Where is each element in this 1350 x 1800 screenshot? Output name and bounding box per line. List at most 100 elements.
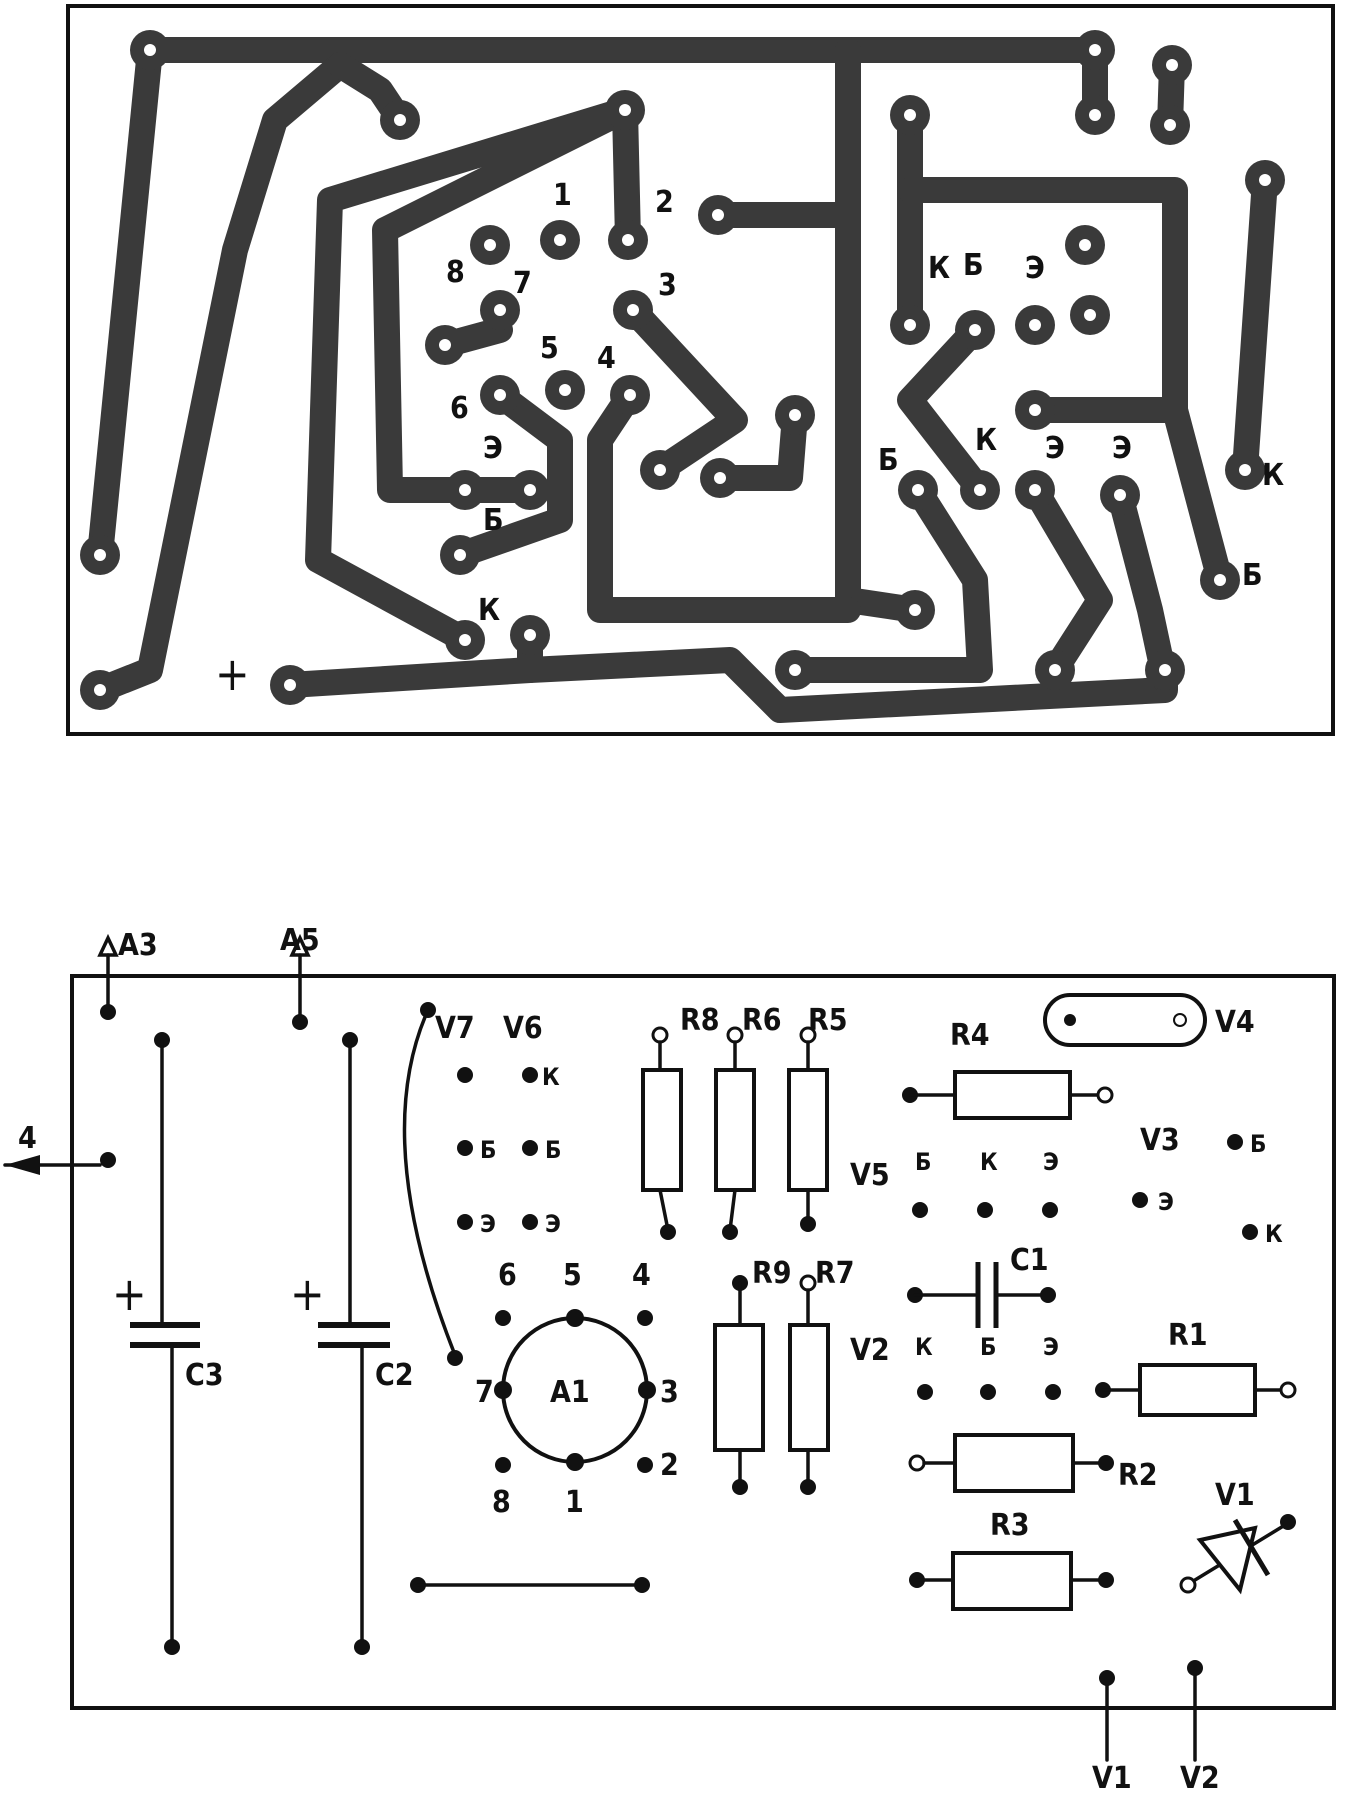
- pcb-pad: [1015, 390, 1055, 430]
- pcb-pad: [775, 650, 815, 690]
- chip-pin6-label: 6: [498, 1258, 517, 1293]
- pcb-label-pin7: 7: [513, 266, 532, 301]
- pcb-label-e-r2: Э: [1112, 431, 1132, 466]
- chip-a1: A1 5 6 4 7 3 2 1 8: [475, 1258, 679, 1520]
- resistor-r1: R1: [1095, 1318, 1297, 1417]
- transistor-v2-pads: К Б Э: [915, 1333, 1061, 1400]
- pcb-label-pin4: 4: [597, 341, 616, 376]
- pcb-pad-pin2: [608, 220, 648, 260]
- pcb-trace-layout: 1 2 3 4 5 6 7 8 Э Б К К Б Э Б К Э Э К Б …: [66, 4, 1335, 736]
- pcb-pad: [80, 535, 120, 575]
- pcb-label-e-left: Э: [483, 431, 503, 466]
- pcb-pad-pin1: [540, 220, 580, 260]
- r1-label: R1: [1168, 1318, 1208, 1353]
- v3-e-label: Э: [1158, 1188, 1174, 1216]
- r3-label: R3: [990, 1508, 1030, 1543]
- c3-plus-sign: +: [112, 1267, 147, 1321]
- diode-v1-triangle: [1196, 1525, 1258, 1595]
- pcb-pad: [960, 470, 1000, 510]
- chip-a1-label: A1: [550, 1375, 590, 1410]
- pcb-pad: [445, 620, 485, 660]
- v7-b-label: Б: [480, 1136, 496, 1164]
- v2-label: V2: [850, 1333, 890, 1368]
- pcb-pad: [898, 470, 938, 510]
- chip-pin8-label: 8: [492, 1485, 511, 1520]
- pcb-pad: [1100, 475, 1140, 515]
- pcb-label-pin1: 1: [553, 178, 572, 213]
- r9-label: R9: [752, 1256, 792, 1291]
- v2-b-label: Б: [980, 1333, 996, 1361]
- v5-k-label: К: [980, 1148, 998, 1176]
- v1-label: V1: [1215, 1478, 1255, 1513]
- pcb-pad-pin6: [480, 375, 520, 415]
- pcb-pad: [425, 325, 465, 365]
- pcb-pad: [1225, 450, 1265, 490]
- trace-left-long: [87, 52, 353, 703]
- pcb-pad: [1015, 305, 1055, 345]
- pcb-label-pin2: 2: [655, 185, 674, 220]
- component-board-outline: [70, 974, 1336, 1710]
- pcb-pad: [1070, 295, 1110, 335]
- chip-pin3-label: 3: [660, 1375, 679, 1410]
- pcb-pad: [605, 90, 645, 130]
- resistor-r3: R3: [909, 1508, 1114, 1611]
- diode-v1-bar: [1232, 1518, 1271, 1577]
- pcb-labels: 1 2 3 4 5 6 7 8 Э Б К К Б Э Б К Э Э К Б …: [215, 178, 1284, 701]
- resistor-r8: R8: [641, 1003, 720, 1240]
- pcb-pad: [890, 305, 930, 345]
- pcb-label-k-right: К: [1262, 458, 1284, 493]
- terminal-v2-pad: [1187, 1660, 1203, 1676]
- pcb-pad: [775, 395, 815, 435]
- r5-label: R5: [808, 1003, 848, 1038]
- pcb-pad: [440, 535, 480, 575]
- capacitor-c2: + C2: [290, 1032, 414, 1655]
- trace-pin3: [620, 297, 748, 483]
- v7-label: V7: [435, 1011, 475, 1046]
- capacitor-c3: + C3: [112, 1032, 224, 1655]
- component-v4: V4: [1043, 993, 1255, 1047]
- trace-pin4: [587, 382, 861, 623]
- terminal-a5-pad: [292, 1014, 308, 1030]
- pcb-pad-pin5: [545, 370, 585, 410]
- terminal-a3-pad: [100, 1004, 116, 1020]
- pcb-label-plus: +: [215, 647, 250, 701]
- terminal-a5-label: A5: [280, 923, 320, 958]
- pcb-pad: [890, 95, 930, 135]
- r6-label: R6: [742, 1003, 782, 1038]
- terminal-4-pad: [100, 1152, 116, 1168]
- v5-e-label: Э: [1043, 1148, 1059, 1176]
- trace-right-hook: [707, 402, 808, 491]
- v6-e-label: Э: [545, 1210, 561, 1238]
- v3-b-label: Б: [1250, 1130, 1266, 1158]
- jumper-wire-curved: [402, 1002, 463, 1366]
- pcb-pad: [1075, 95, 1115, 135]
- v5-label: V5: [850, 1158, 890, 1193]
- c2-label: C2: [375, 1358, 414, 1393]
- terminal-a3-arrow: [97, 933, 119, 957]
- pcb-pad-pin7: [480, 290, 520, 330]
- trace-pin6-arc: [447, 382, 573, 568]
- v7-e-label: Э: [480, 1210, 496, 1238]
- pcb-pad: [1145, 650, 1185, 690]
- pcb-pad: [270, 665, 310, 705]
- r4-label: R4: [950, 1018, 990, 1053]
- pcb-label-b-left: Б: [483, 503, 504, 538]
- terminal-v1-pad: [1099, 1670, 1115, 1686]
- diode-v1: V1: [1179, 1478, 1296, 1595]
- c2-plus-sign: +: [290, 1267, 325, 1321]
- pcb-label-b-mid-top: Б: [963, 248, 984, 283]
- pcb-label-b-mid: Б: [878, 443, 899, 478]
- transistor-v7-v6: V7 V6 К Б Б Э Э: [435, 1011, 561, 1238]
- transistor-v5-pads: Б К Э: [912, 1148, 1059, 1218]
- pcb-pad: [1200, 560, 1240, 600]
- pcb-pad: [1150, 105, 1190, 145]
- pcb-label-k-mid-top: К: [928, 251, 950, 286]
- pcb-board-outline: [66, 4, 1335, 736]
- pcb-label-pin3: 3: [658, 268, 677, 303]
- external-terminals: A3 A5 4 V1 V2: [3, 923, 1220, 1796]
- terminal-a3-label: A3: [118, 928, 158, 963]
- resistor-r7: R7: [788, 1256, 855, 1495]
- resistor-r4: R4: [902, 1018, 1114, 1120]
- terminal-v2-label: V2: [1180, 1761, 1220, 1796]
